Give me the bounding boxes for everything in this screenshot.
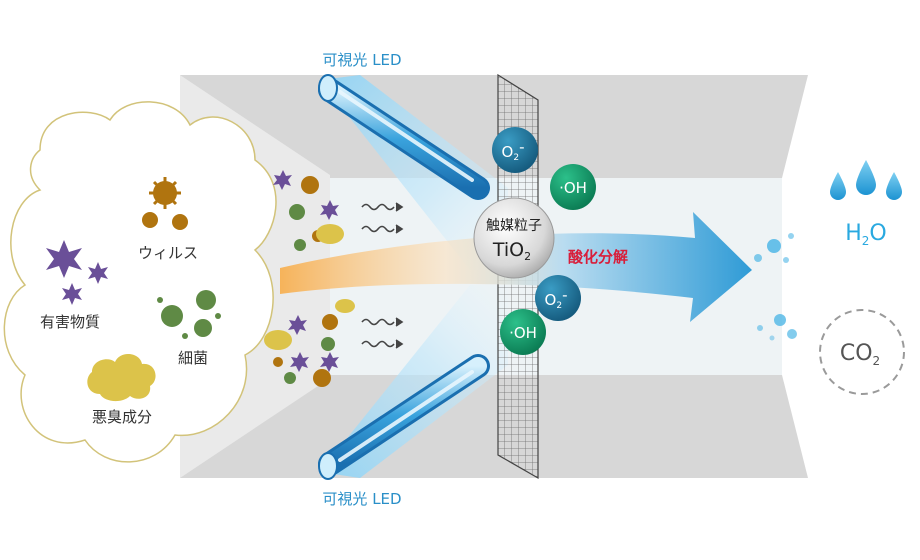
water-h: H: [845, 221, 862, 246]
superoxide-o-2: O: [545, 291, 557, 309]
superoxide-sub-2: 2: [556, 301, 562, 311]
co2-label: CO2: [840, 341, 880, 368]
output-bubbles: [754, 233, 797, 341]
harmful-substance-group: [46, 240, 108, 305]
superoxide-sub: 2: [513, 153, 519, 163]
co2-co: CO: [840, 341, 873, 366]
led-label-bottom: 可視光 LED: [322, 490, 401, 508]
water-label: H2O: [845, 221, 887, 248]
odor-label: 悪臭成分: [92, 408, 152, 426]
pollutant-cloud: [3, 101, 277, 463]
co2-circle: [819, 309, 905, 395]
hydroxyl-label-top: ·OH: [559, 179, 587, 197]
co2-sub: 2: [873, 354, 881, 368]
hydroxyl-label-bottom: ·OH: [509, 324, 537, 342]
superoxide-label-top: O2-: [502, 138, 525, 163]
water-sub: 2: [862, 234, 870, 248]
led-tube-top: [318, 74, 490, 200]
led-tube-bottom: [318, 354, 490, 480]
superoxide-charge-2: -: [562, 286, 567, 304]
superoxide-o: O: [502, 143, 514, 161]
incoming-particles: [264, 170, 355, 387]
tio2-formula: TiO2: [492, 239, 531, 263]
hydroxyl-radical-top: [550, 164, 596, 210]
virus-group: [142, 177, 188, 230]
tio2-formula-main: TiO: [492, 239, 524, 261]
led-label-top: 可視光 LED: [322, 51, 401, 69]
air-flow-wave-arrows: [361, 202, 404, 349]
odor-cloud-icon: [87, 353, 156, 402]
superoxide-ion-top: [492, 127, 538, 173]
water-o: O: [869, 221, 886, 246]
catalyst-label: 触媒粒子: [486, 218, 542, 234]
tio2-formula-sub: 2: [524, 250, 531, 263]
superoxide-ion-bottom: [535, 275, 581, 321]
hydroxyl-radical-bottom: [500, 309, 546, 355]
oxidation-label: 酸化分解: [568, 248, 628, 266]
bacteria-label: 細菌: [178, 349, 208, 367]
water-drop-icons: [830, 160, 902, 200]
superoxide-label-bottom: O2-: [545, 286, 568, 311]
virus-label: ウィルス: [138, 244, 198, 262]
harmful-substance-label: 有害物質: [40, 313, 100, 331]
bacteria-group: [157, 290, 221, 339]
superoxide-charge: -: [519, 138, 524, 156]
tio2-catalyst-particle: [473, 197, 555, 279]
